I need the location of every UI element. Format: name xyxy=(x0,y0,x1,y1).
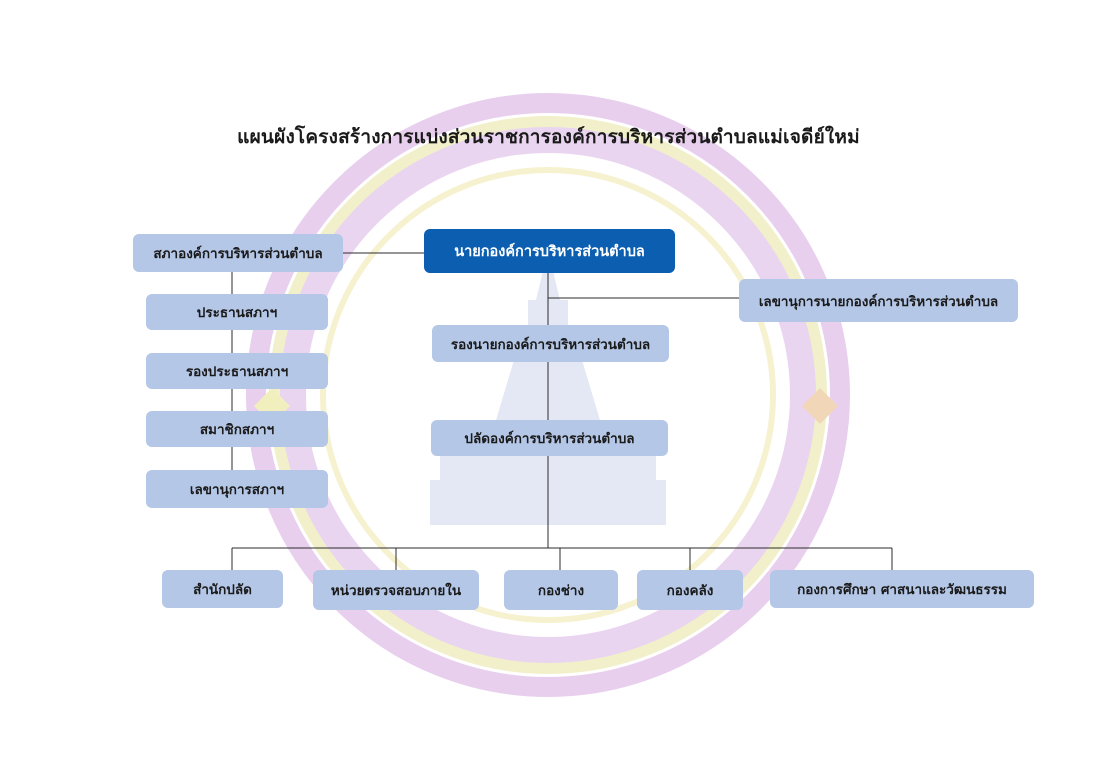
council-member-box: เลขานุการสภาฯ xyxy=(146,470,328,508)
council-member-box: รองประธานสภาฯ xyxy=(146,353,328,389)
seal-ornament-right xyxy=(802,388,838,424)
council-member-box: ประธานสภาฯ xyxy=(146,294,328,330)
division-box: กองคลัง xyxy=(637,570,743,610)
page-title: แผนผังโครงสร้างการแบ่งส่วนราชการองค์การบ… xyxy=(237,126,860,148)
division-box: กองช่าง xyxy=(504,570,618,610)
seal-inner-ring xyxy=(280,127,816,663)
chief-executive-box: นายกองค์การบริหารส่วนตำบล xyxy=(424,229,675,273)
division-box: กองการศึกษา ศาสนาและวัฒนธรรม xyxy=(770,570,1034,608)
council-head-box: สภาองค์การบริหารส่วนตำบล xyxy=(133,234,343,272)
chief-clerk-box: ปลัดองค์การบริหารส่วนตำบล xyxy=(431,420,668,456)
seal-outer-ring xyxy=(246,93,850,697)
division-box: สำนักปลัด xyxy=(162,570,283,608)
council-member-box: สมาชิกสภาฯ xyxy=(146,411,328,447)
deputy-chief-box: รองนายกองค์การบริหารส่วนตำบล xyxy=(432,325,669,362)
secretary-box: เลขานุการนายกองค์การบริหารส่วนตำบล xyxy=(739,279,1018,322)
division-box: หน่วยตรวจสอบภายใน xyxy=(313,570,479,610)
seal-inner-gold xyxy=(320,167,776,623)
